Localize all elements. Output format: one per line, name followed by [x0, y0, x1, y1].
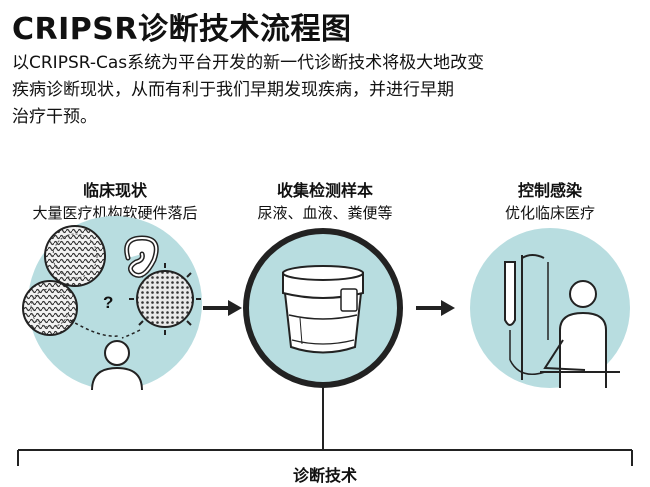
sample-scene	[243, 228, 403, 388]
virus-icon	[22, 280, 78, 336]
iv-drip-icon	[504, 254, 549, 380]
virus-icon	[129, 263, 201, 335]
intro-line: 以CRIPSR-Cas系统为平台开发的新一代诊断技术将极大地改变	[12, 53, 485, 73]
arrow-right-icon	[416, 300, 455, 316]
clinical-scene: ?	[22, 216, 202, 391]
stage-title-sample: 收集检测样本	[276, 181, 373, 200]
person-icon	[91, 340, 143, 391]
intro-line: 疾病诊断现状，从而有利于我们早期发现疾病，并进行早期	[12, 80, 454, 100]
intro-text: 以CRIPSR-Cas系统为平台开发的新一代诊断技术将极大地改变 疾病诊断现状，…	[12, 50, 642, 131]
arrow-right-icon	[203, 300, 242, 316]
bacteria-icon	[124, 235, 159, 278]
stage-desc-clinical: 大量医疗机构软硬件落后	[32, 204, 198, 222]
page-title: CRIPSR诊断技术流程图	[12, 12, 352, 47]
sample-container-icon	[282, 265, 364, 354]
stage-desc-sample: 尿液、血液、粪便等	[257, 204, 393, 222]
question-mark: ?	[103, 293, 113, 312]
diagnosis-bracket	[17, 385, 633, 466]
bottom-label: 诊断技术	[292, 466, 357, 485]
stage-desc-infection: 优化临床医疗	[504, 204, 595, 222]
virus-icon	[44, 225, 106, 287]
infection-scene	[470, 228, 630, 388]
patient-icon	[540, 280, 620, 388]
stage-title-infection: 控制感染	[517, 181, 582, 200]
stage-title-clinical: 临床现状	[82, 181, 147, 200]
intro-line: 治疗干预。	[12, 107, 97, 127]
